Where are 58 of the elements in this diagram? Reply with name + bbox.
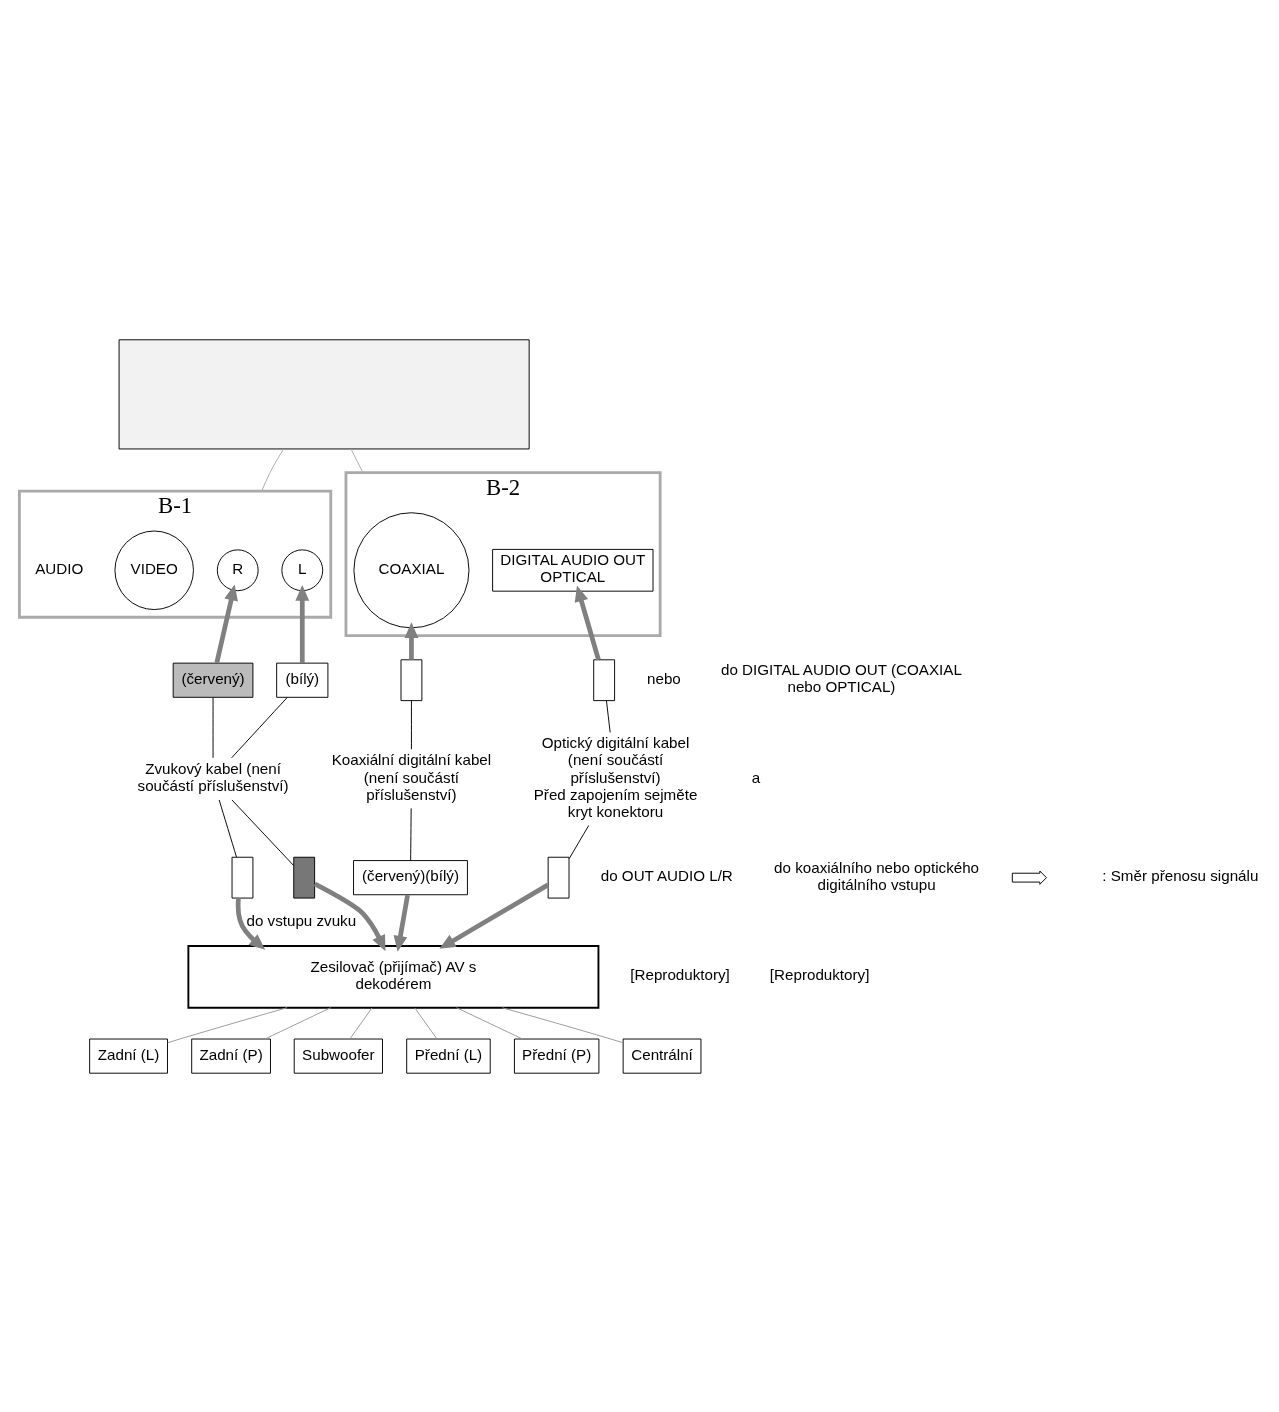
node-box: Zadní (P)	[191, 1038, 271, 1074]
arrow	[574, 585, 601, 660]
node-box: Přední (P)	[513, 1038, 600, 1074]
arrow	[295, 584, 310, 663]
arrow	[214, 584, 238, 663]
connector	[501, 1006, 624, 1043]
connector	[410, 699, 412, 750]
node-text: Zvukový kabel (není součástí příslušenství)	[137, 759, 289, 794]
label: do DIGITAL AUDIO OUT (COAXIAL nebo OPTICAL)	[721, 660, 962, 695]
connector	[264, 1006, 332, 1039]
node-box: Přední (L)	[406, 1038, 491, 1074]
label: AUDIO	[35, 559, 84, 577]
label: [Reproduktory]	[769, 965, 870, 983]
label: [Reproduktory]	[630, 965, 730, 983]
connector	[568, 824, 590, 859]
node-box	[118, 338, 530, 449]
node-box	[547, 856, 570, 899]
node-box: Centrální	[622, 1038, 702, 1074]
node-box	[231, 856, 254, 899]
connector	[350, 448, 364, 473]
label: do OUT AUDIO L/R	[600, 866, 733, 884]
node-circle: COAXIAL	[353, 511, 470, 628]
connector	[212, 696, 214, 758]
node-box: DIGITAL AUDIO OUT OPTICAL	[492, 548, 654, 592]
edge-label: do vstupu zvuku	[246, 911, 357, 929]
connector	[349, 1006, 373, 1039]
legend-label: : Směr přenosu signálu	[1102, 866, 1259, 884]
node-box	[400, 658, 423, 701]
connector	[456, 1006, 523, 1039]
label: a	[751, 768, 761, 786]
arrow	[313, 881, 386, 951]
connector	[414, 1006, 438, 1039]
connector	[231, 696, 288, 758]
node-text: Koaxiální digitální kabel (není součástí příslušenství)	[331, 750, 492, 803]
connector	[167, 1006, 288, 1043]
connector	[218, 798, 237, 857]
node-text: Optický digitální kabel (není součástí příslušenství) Před zapojením sejměte kryt konektoru	[533, 733, 698, 820]
arrow	[235, 897, 266, 950]
node-box	[593, 658, 616, 701]
node-box: (červený)	[172, 662, 254, 698]
arrow	[439, 882, 550, 949]
node-circle: VIDEO	[114, 530, 194, 610]
connector	[261, 448, 285, 492]
arrow	[393, 894, 410, 952]
label: do koaxiálního nebo optického digitálního vstupu	[774, 858, 980, 893]
node-circle: R	[216, 548, 259, 591]
node-box: (bílý)	[276, 662, 329, 698]
node-box: Subwoofer	[293, 1038, 383, 1074]
connector	[231, 798, 295, 866]
node-box: Zesilovač (přijímač) AV s dekodérem	[187, 944, 600, 1009]
node-box: Zadní (L)	[89, 1038, 168, 1074]
connector	[605, 699, 611, 733]
label: nebo	[647, 669, 681, 687]
arrow	[404, 621, 419, 660]
node-box	[293, 856, 316, 899]
connector	[410, 807, 412, 861]
node-box: (červený)(bílý)	[353, 859, 468, 895]
node-circle: L	[281, 548, 324, 591]
